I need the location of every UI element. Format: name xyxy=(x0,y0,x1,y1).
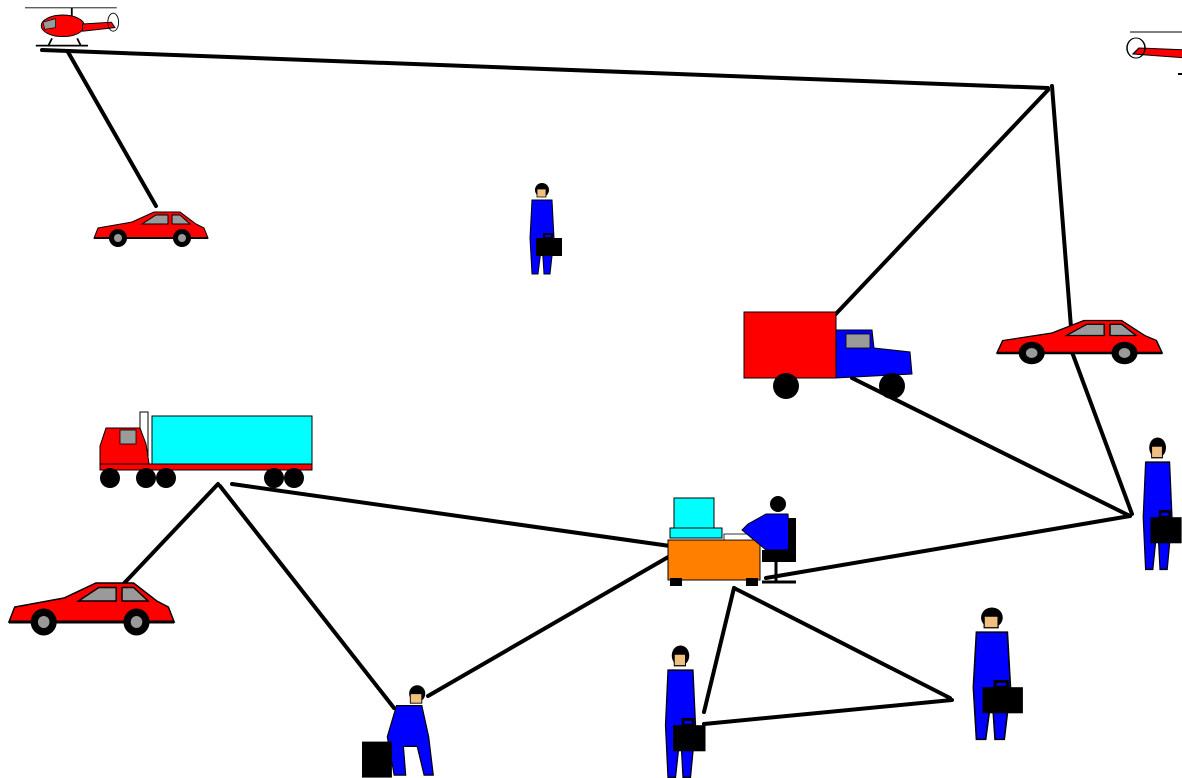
link-helicopter-2-box-truck xyxy=(830,88,1050,320)
link-semi-truck-person-sitting xyxy=(218,484,396,710)
semi-truck-icon xyxy=(99,411,313,488)
link-semi-truck-office-desk xyxy=(230,482,672,548)
person-bottom-right-icon xyxy=(971,605,1025,741)
link-helicopter-1-helicopter-2 xyxy=(40,48,1050,90)
links-layer xyxy=(40,48,1134,726)
person-right-icon xyxy=(1141,436,1182,571)
car-1-icon xyxy=(93,211,209,248)
link-semi-truck-car-3 xyxy=(112,482,220,596)
car-2-icon xyxy=(995,319,1164,366)
link-box-truck-person-right xyxy=(850,376,1132,518)
car-3-icon xyxy=(7,581,176,637)
person-standing-icon xyxy=(529,182,563,275)
person-bottom-center-icon xyxy=(664,644,707,778)
link-person-right-office-desk xyxy=(764,514,1132,580)
helicopter-2-icon xyxy=(1125,30,1182,76)
office-desk-icon xyxy=(667,496,796,586)
link-car-2-person-right xyxy=(1070,350,1134,516)
link-helicopter-2-car-2 xyxy=(1050,84,1074,342)
link-person-sitting-office-desk xyxy=(426,554,672,698)
link-office-desk-person-bottom-center xyxy=(702,586,736,714)
link-person-bottom-center-person-bottom-right xyxy=(702,698,954,726)
person-sitting-icon xyxy=(361,684,434,778)
link-helicopter-1-car-1 xyxy=(66,50,158,208)
box-truck-icon xyxy=(743,311,913,399)
link-office-desk-person-bottom-right xyxy=(732,586,952,700)
helicopter-1-icon xyxy=(24,6,120,47)
